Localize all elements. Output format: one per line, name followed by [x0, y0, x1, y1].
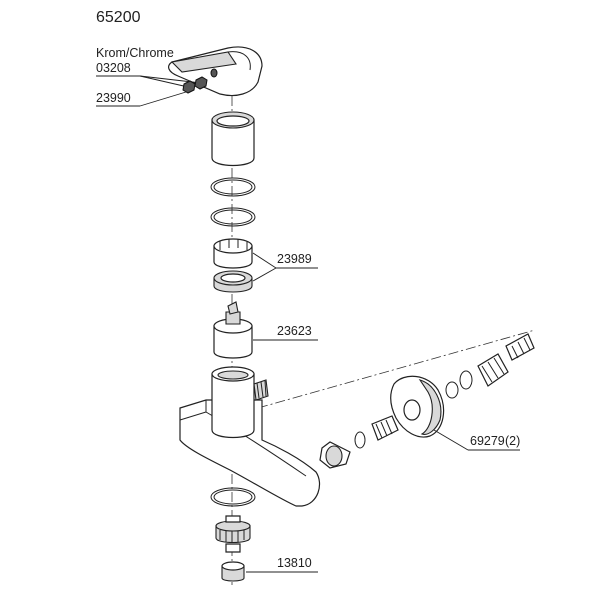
label-23623: 23623 — [277, 324, 312, 338]
far-washer-1 — [445, 381, 459, 399]
side-connector — [371, 415, 399, 441]
label-23989: 23989 — [277, 252, 312, 266]
label-69279: 69279 — [470, 434, 505, 448]
screw-pair — [182, 76, 208, 94]
hose-connector — [505, 333, 535, 361]
label-03208: 03208 — [96, 61, 131, 75]
cartridge — [213, 301, 253, 359]
mixer-body — [179, 366, 321, 507]
label-69279-qty: (2) — [505, 434, 520, 448]
lever-handle — [168, 46, 263, 97]
threaded-ring — [213, 270, 253, 293]
side-washer — [354, 431, 366, 449]
eccentric-union — [477, 353, 509, 387]
label-krom-chrome: Krom/Chrome — [96, 46, 174, 60]
o-ring-upper — [210, 177, 256, 197]
side-nut — [319, 441, 351, 469]
wall-flange — [390, 375, 445, 438]
label-23990: 23990 — [96, 91, 131, 105]
diagram-title: 65200 — [96, 9, 141, 26]
aerator-insert — [221, 561, 245, 582]
side-axis — [257, 329, 536, 409]
aerator-body — [215, 515, 251, 553]
o-ring-bottom — [210, 487, 256, 507]
castellated-nut — [213, 238, 253, 269]
cap-sleeve — [211, 111, 255, 167]
o-ring-lower — [210, 207, 256, 227]
label-13810: 13810 — [277, 556, 312, 570]
far-washer-2 — [459, 370, 473, 390]
